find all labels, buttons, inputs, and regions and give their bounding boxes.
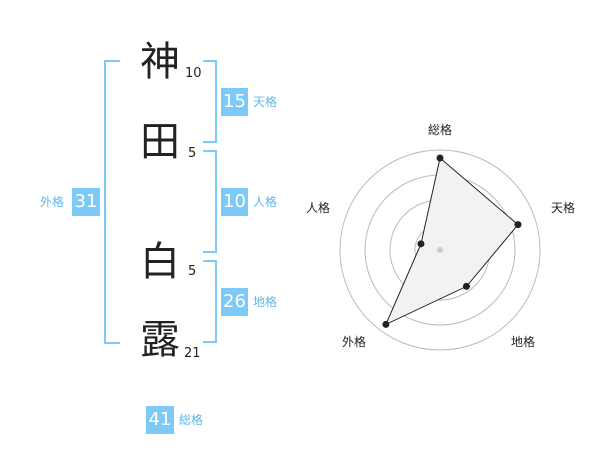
tenkaku-value-box: 15 (221, 88, 248, 116)
chikaku-label: 地格 (253, 295, 278, 309)
chikaku-bracket (203, 260, 217, 343)
radar-label-right: 天格 (551, 200, 575, 215)
name-char-2: 田 (140, 119, 180, 165)
tenkaku-bracket (203, 60, 217, 143)
radar-point-bottom-right (462, 282, 470, 290)
radar-point-right (514, 221, 522, 229)
radar-point-top (436, 154, 444, 162)
gaikaku-value-box: 31 (72, 188, 100, 216)
radar-points (382, 154, 522, 328)
chikaku-value-box: 26 (221, 288, 248, 316)
jinkaku-bracket (203, 150, 217, 253)
stroke-count-1: 10 (185, 66, 202, 81)
radar-label-bottom-right: 地格 (511, 334, 535, 349)
tenkaku-label: 天格 (253, 95, 278, 109)
stroke-count-2: 5 (188, 146, 197, 161)
radar-label-bottom-left: 外格 (342, 334, 366, 349)
radar-ring (339, 149, 541, 351)
radar-label-left: 人格 (306, 200, 330, 215)
name-char-3: 白 (140, 239, 180, 285)
soukaku-label: 総格 (179, 413, 204, 427)
radar-point-left (417, 240, 425, 248)
name-char-4: 露 (140, 317, 180, 363)
jinkaku-value-box: 10 (221, 188, 248, 216)
gaikaku-bracket (104, 60, 120, 344)
name-char-1: 神 (140, 39, 180, 85)
gaikaku-label: 外格 (40, 195, 65, 209)
stroke-count-3: 5 (188, 264, 197, 279)
radar-label-top: 総格 (428, 122, 452, 137)
jinkaku-label: 人格 (253, 195, 278, 209)
radar-point-bottom-left (382, 320, 390, 328)
stroke-count-4: 21 (184, 346, 201, 361)
radar-center-dot (437, 247, 443, 253)
radar-polygon (384, 157, 519, 326)
soukaku-value-box: 41 (146, 406, 174, 434)
